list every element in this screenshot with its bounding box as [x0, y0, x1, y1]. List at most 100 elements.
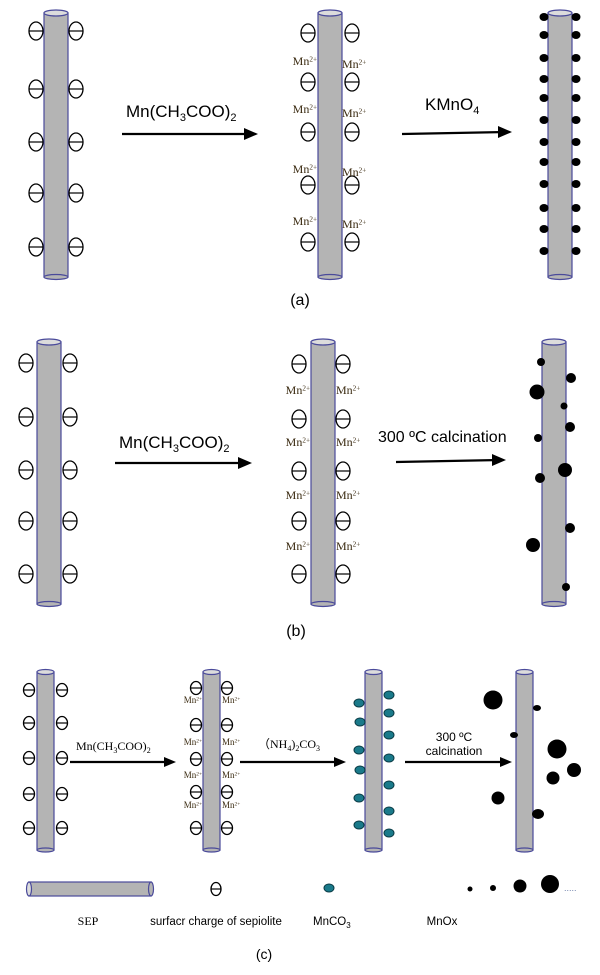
mn-ion-label: Mn2+ [342, 106, 366, 120]
negative-charge-icon [18, 511, 34, 531]
negative-charge-icon [68, 237, 84, 257]
negative-charge-icon [18, 407, 34, 427]
mnox-particle [571, 94, 581, 102]
negative-charge-icon [220, 680, 234, 696]
negative-charge-icon [68, 183, 84, 203]
mnox-particle [537, 358, 545, 366]
surface-charges [18, 353, 78, 584]
negative-charge-icon [18, 353, 34, 373]
sepiolite-rod [310, 338, 336, 608]
negative-charge-icon [28, 132, 44, 152]
mnox-particle [483, 690, 503, 710]
legend-mnco3-label: MnCO3 [313, 916, 351, 930]
mnox-particle [539, 75, 549, 83]
reagent-label: Mn(CH3COO)2 [76, 739, 151, 755]
panel-a: Mn(CH3COO)2 Mn2+Mn2+Mn2+Mn2+Mn2+Mn2+Mn2+… [28, 9, 581, 309]
mn-ion-label: Mn2+ [184, 695, 202, 705]
mnox-particle [510, 732, 518, 738]
mnox-particle [539, 204, 549, 212]
mnco3-particle [353, 820, 365, 830]
mnox-particle [571, 31, 581, 39]
negative-charge-icon [55, 682, 69, 698]
negative-charge-icon [291, 461, 307, 481]
negative-charge-icon [335, 564, 351, 584]
negative-charge-icon [68, 21, 84, 41]
reagent-label: KMnO4 [425, 95, 479, 117]
negative-charge-icon [55, 715, 69, 731]
sepiolite-rod [547, 9, 573, 281]
legend-mnox-label: MnOx [427, 916, 458, 928]
mnox-particle [539, 225, 549, 233]
negative-charge-icon [68, 79, 84, 99]
mnox-particle [571, 180, 581, 188]
negative-charge-icon [344, 232, 360, 252]
negative-charge-icon [300, 232, 316, 252]
sepiolite-rod [36, 668, 55, 853]
negative-charge-icon [291, 564, 307, 584]
negative-charge-icon [335, 511, 351, 531]
mnox-particle [535, 473, 545, 483]
mnox-particle [532, 809, 544, 819]
mnco3-particle [353, 698, 365, 708]
negative-charge-icon [22, 820, 36, 836]
negative-charge-icon [18, 460, 34, 480]
negative-charge-icon [189, 784, 203, 800]
mn-ion-label: Mn2+ [222, 770, 240, 780]
negative-charge-icon [189, 820, 203, 836]
negative-charge-icon [300, 175, 316, 195]
reaction-arrow [401, 130, 507, 136]
mnox-particle [565, 422, 575, 432]
mn-ion-label: Mn2+ [222, 800, 240, 810]
mnco3-particle [383, 753, 395, 763]
negative-charge-icon [189, 717, 203, 733]
negative-charge-icon [62, 511, 78, 531]
mnox-particle [571, 54, 581, 62]
panel-b: Mn(CH3COO)2 Mn2+Mn2+Mn2+Mn2+Mn2+Mn2+Mn2+… [18, 338, 576, 640]
mn-ion-label: Mn2+ [293, 54, 317, 68]
negative-charge-icon [22, 750, 36, 766]
mnox-particle [558, 463, 572, 477]
mnox-particle [539, 247, 549, 255]
negative-charge-icon [210, 881, 222, 897]
legend-mnox-icon [467, 875, 559, 893]
mnco3-particle [383, 780, 395, 790]
mnco3-particle [354, 717, 366, 727]
reagent-label-line2: calcination [426, 744, 483, 758]
panel-c: Mn(CH3COO)2 Mn2+Mn2+Mn2+Mn2+Mn2+Mn2+Mn2+… [22, 668, 581, 853]
mnox-particle [546, 771, 560, 785]
mn-ion-label: Mn2+ [336, 435, 360, 449]
mnox-particle [539, 116, 549, 124]
mnox-particles [526, 358, 576, 591]
mnox-particle [566, 373, 576, 383]
negative-charge-icon [62, 564, 78, 584]
mn-ion-label: Mn2+ [184, 770, 202, 780]
sepiolite-rod [364, 668, 383, 853]
negative-charge-icon [220, 784, 234, 800]
mnox-particle [571, 13, 581, 21]
surface-charges [300, 23, 360, 252]
arrowhead-icon [238, 457, 252, 469]
negative-charge-icon [335, 461, 351, 481]
arrowhead-icon [164, 757, 176, 767]
negative-charge-icon [189, 751, 203, 767]
negative-charge-icon [291, 511, 307, 531]
mn-ion-label: Mn2+ [336, 383, 360, 397]
sepiolite-rod [43, 9, 69, 281]
negative-charge-icon [344, 23, 360, 43]
mn-ion-label: Mn2+ [222, 695, 240, 705]
mn-ion-label: Mn2+ [222, 737, 240, 747]
mn-ion-label: Mn2+ [342, 57, 366, 71]
mn-ion-label: Mn2+ [293, 214, 317, 228]
negative-charge-icon [335, 409, 351, 429]
reagent-label: Mn(CH3COO)2 [126, 102, 236, 124]
negative-charge-icon [28, 21, 44, 41]
mnox-particle [560, 402, 568, 410]
mnox-particle [526, 538, 540, 552]
negative-charge-icon [55, 820, 69, 836]
mnox-particles [483, 690, 581, 819]
negative-charge-icon [344, 122, 360, 142]
surface-charges [291, 354, 351, 584]
sepiolite-rod [36, 338, 62, 608]
negative-charge-icon [300, 72, 316, 92]
negative-charge-icon [189, 680, 203, 696]
